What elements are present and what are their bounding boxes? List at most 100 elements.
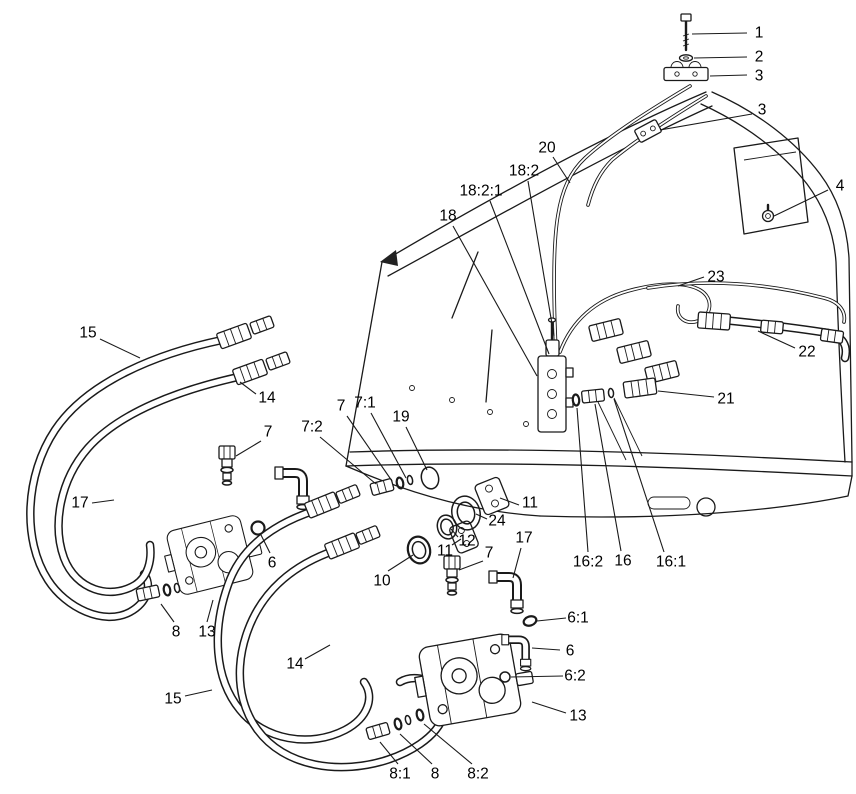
hose-end-fitting bbox=[248, 314, 276, 336]
leader-line-11b bbox=[451, 538, 462, 546]
o-ring-6-2 bbox=[499, 671, 511, 683]
callout-22: 22 bbox=[798, 344, 815, 361]
fitting-7-center bbox=[443, 555, 461, 596]
left-hose-assembly bbox=[30, 314, 309, 617]
fitting-8-left bbox=[135, 584, 161, 602]
leader-line-3a bbox=[709, 74, 748, 77]
callout-1: 1 bbox=[755, 25, 764, 42]
o-ring-7-2 bbox=[405, 474, 415, 486]
callout-18-2: 18:2 bbox=[509, 163, 539, 180]
leader-line-16-2 bbox=[576, 407, 589, 553]
callout-8-1: 8:1 bbox=[389, 766, 411, 783]
elbow-17-center bbox=[489, 571, 523, 613]
o-ring-8-2 bbox=[414, 707, 426, 723]
o-ring-16-1 bbox=[607, 387, 615, 399]
callout-17b: 17 bbox=[515, 530, 532, 547]
leader-line-16-1 bbox=[613, 398, 665, 553]
callout-8a: 8 bbox=[172, 624, 181, 641]
callout-10: 10 bbox=[373, 573, 391, 590]
leader-line-18 bbox=[452, 225, 538, 377]
leader-line-6b bbox=[531, 647, 561, 651]
fitting-7-left bbox=[218, 445, 236, 486]
o-ring bbox=[161, 582, 173, 598]
ring-24 bbox=[451, 495, 481, 531]
ring-19 bbox=[420, 466, 440, 490]
machine-frame bbox=[345, 91, 853, 518]
leader-line-7a bbox=[235, 440, 262, 457]
clamp-item-3-lower bbox=[634, 119, 662, 143]
callout-18: 18 bbox=[439, 208, 456, 225]
callout-4: 4 bbox=[836, 178, 845, 195]
leader-line-16 bbox=[594, 403, 622, 552]
leader-line-8-2 bbox=[423, 723, 473, 765]
leader-line-18-2 bbox=[527, 180, 555, 337]
callout-7-2: 7:2 bbox=[301, 419, 323, 436]
fitting-16 bbox=[580, 388, 606, 404]
o-ring bbox=[173, 582, 181, 594]
leader-line-17b bbox=[512, 547, 522, 579]
elbow-fitting-left bbox=[275, 467, 309, 509]
o-ring-8-1 bbox=[392, 716, 404, 732]
valve-port-fittings bbox=[571, 317, 681, 407]
callout-17a: 17 bbox=[71, 495, 88, 512]
leader-line-18-2-1 bbox=[489, 200, 550, 355]
o-ring-16-2 bbox=[571, 393, 581, 407]
callout-6a: 6 bbox=[268, 555, 277, 572]
leader-line-8a bbox=[160, 603, 175, 623]
leader-line-13b bbox=[531, 701, 567, 714]
leader-line-6a bbox=[259, 532, 271, 554]
leader-line-7-2 bbox=[319, 436, 377, 485]
leader-line-7-1 bbox=[370, 412, 407, 479]
leader-line-13a bbox=[206, 599, 214, 623]
callout-7b: 7 bbox=[337, 398, 346, 415]
ring-12 bbox=[436, 514, 458, 540]
fitting bbox=[615, 339, 653, 365]
hose-end-fitting bbox=[231, 358, 269, 386]
hose-22-fitting bbox=[759, 319, 785, 335]
leader-line-14a bbox=[239, 381, 257, 395]
callout-6b: 6 bbox=[566, 643, 575, 660]
hose-end-fitting bbox=[354, 524, 382, 546]
hose-end-fitting bbox=[334, 483, 362, 505]
leader-line-19 bbox=[405, 426, 428, 471]
leader-line-1 bbox=[691, 32, 748, 35]
leader-line-7c bbox=[458, 560, 484, 571]
hose-end-fitting bbox=[323, 531, 361, 561]
leader-line-22 bbox=[757, 330, 796, 349]
leader-line-8b bbox=[399, 733, 433, 765]
center-hose-assembly bbox=[218, 483, 539, 767]
fitting-8-center bbox=[365, 721, 391, 741]
leader-line-12 bbox=[450, 528, 459, 538]
callout-8-2: 8:2 bbox=[467, 766, 489, 783]
callout-6-2: 6:2 bbox=[564, 668, 586, 685]
callout-3b: 3 bbox=[758, 102, 767, 119]
callout-23: 23 bbox=[707, 269, 724, 286]
o-ring-6-left bbox=[250, 520, 266, 536]
leader-line-2 bbox=[693, 56, 748, 59]
clamp-item-3-top bbox=[663, 61, 709, 82]
plate-11-upper bbox=[474, 476, 510, 516]
callout-7a: 7 bbox=[264, 424, 273, 441]
hose-22-fitting bbox=[696, 311, 732, 331]
leader-line-6-1 bbox=[536, 617, 567, 622]
callout-7c: 7 bbox=[485, 545, 494, 562]
tube-23-return bbox=[646, 281, 847, 324]
seal-gasket-stack bbox=[369, 466, 510, 565]
callout-20: 20 bbox=[538, 140, 556, 157]
callout-11a: 11 bbox=[522, 495, 538, 512]
leader-line-10 bbox=[387, 554, 414, 572]
callout-15b: 15 bbox=[164, 691, 181, 708]
leader-line-6-2 bbox=[510, 675, 564, 678]
pump-13-center bbox=[409, 629, 539, 730]
fitting-7-kit bbox=[369, 477, 395, 497]
callout-18-2-1: 18:2:1 bbox=[459, 183, 502, 200]
leader-line-3b bbox=[659, 113, 753, 131]
hose-22-assembly bbox=[696, 311, 845, 358]
leader-line-20 bbox=[552, 156, 571, 184]
callout-24: 24 bbox=[488, 513, 506, 530]
callout-21: 21 bbox=[717, 391, 734, 408]
leader-line-14b bbox=[304, 644, 331, 660]
ring-10 bbox=[406, 535, 432, 565]
